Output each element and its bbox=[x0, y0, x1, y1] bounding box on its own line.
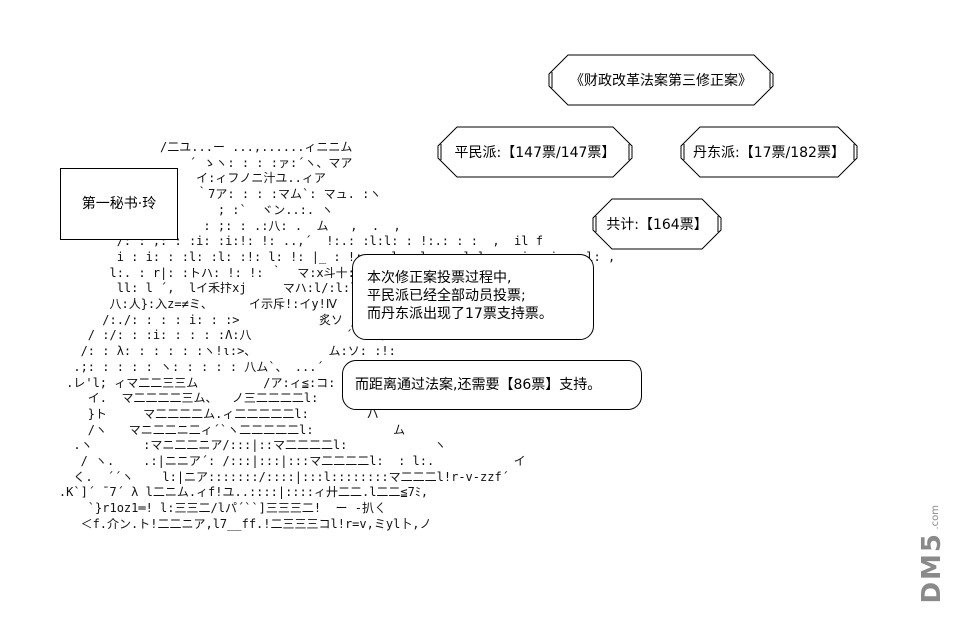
bubble1-line-1: 本次修正案投票过程中, bbox=[367, 270, 512, 286]
watermark-suffix: .com bbox=[930, 505, 941, 530]
secretary-name-box: 第一秘书·玲 bbox=[60, 168, 178, 240]
octagon-frame bbox=[548, 54, 774, 106]
speech-bubble-1: 本次修正案投票过程中, 平民派已经全部动员投票; 而丹东派出现了17票支持票。 bbox=[352, 254, 594, 340]
bubble2-text: 而距离通过法案,还需要【86票】支持。 bbox=[355, 377, 602, 393]
pingmin-votes-box: 平民派:【147票/147票】 bbox=[437, 126, 633, 178]
secretary-name-text: 第一秘书·玲 bbox=[81, 196, 157, 212]
law-title-box: 《财政改革法案第三修正案》 bbox=[548, 54, 774, 106]
bubble1-line-3: 而丹东派出现了17票支持票。 bbox=[367, 306, 553, 322]
octagon-frame bbox=[680, 126, 858, 178]
total-votes-text: 共计:【164票】 bbox=[606, 217, 708, 233]
watermark-logo: DM5 bbox=[917, 532, 947, 604]
dandong-votes-text: 丹东派:【17票/182票】 bbox=[693, 145, 845, 161]
speech-bubble-2: 而距离通过法案,还需要【86票】支持。 bbox=[342, 360, 642, 410]
octagon-frame bbox=[592, 198, 722, 250]
total-votes-box: 共计:【164票】 bbox=[592, 198, 722, 250]
octagon-frame bbox=[437, 126, 633, 178]
bubble1-line-2: 平民派已经全部动员投票; bbox=[367, 288, 526, 304]
law-title-text: 《财政改革法案第三修正案》 bbox=[570, 73, 752, 89]
pingmin-votes-text: 平民派:【147票/147票】 bbox=[454, 145, 616, 161]
dandong-votes-box: 丹东派:【17票/182票】 bbox=[680, 126, 858, 178]
